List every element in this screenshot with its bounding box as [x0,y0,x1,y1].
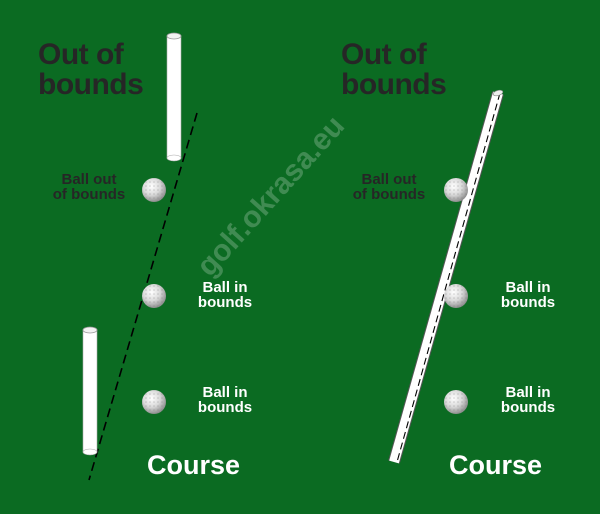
right-ball-in-2-label: Ball in bounds [493,385,563,415]
right-course-label: Course [449,450,543,480]
left-ball-out-label-line1: Ball out [61,171,117,188]
left-title-line1: Out of [38,38,124,71]
right-ball-out [444,178,468,202]
left-ball-in-2 [142,390,166,414]
right-ball-in-2-label-line1: Ball in [505,384,551,401]
left-title: Out of bounds [38,38,144,101]
right-boundary-post [388,89,504,464]
left-ball-out-label: Ball out of bounds [46,172,132,202]
right-ball-out-label: Ball out of bounds [346,172,432,202]
right-ball-in-1 [444,284,468,308]
right-ball-in-1-label-line1: Ball in [505,279,551,296]
left-upper-post [166,32,182,162]
right-title-line1: Out of [341,38,427,71]
left-ball-out [142,178,166,202]
left-lower-post [82,326,98,456]
left-ball-in-2-label-line2: bounds [197,399,253,416]
left-title-line2: bounds [38,68,144,101]
right-ball-in-2-label-line2: bounds [500,399,556,416]
right-ball-in-1-label: Ball in bounds [493,280,563,310]
left-ball-in-1-label-line1: Ball in [202,279,248,296]
left-ball-in-2-label-line1: Ball in [202,384,248,401]
right-ball-out-label-line1: Ball out [361,171,417,188]
left-ball-out-label-line2: of bounds [52,186,126,203]
left-ball-in-2-label: Ball in bounds [190,385,260,415]
right-ball-in-2 [444,390,468,414]
left-ball-in-1-label-line2: bounds [197,294,253,311]
left-ball-in-1 [142,284,166,308]
left-ball-in-1-label: Ball in bounds [190,280,260,310]
right-ball-out-label-line2: of bounds [352,186,426,203]
left-course-label: Course [147,450,241,480]
right-ball-in-1-label-line2: bounds [500,294,556,311]
right-title-line2: bounds [341,68,447,101]
right-title: Out of bounds [341,38,447,101]
left-boundary-line [88,112,198,481]
